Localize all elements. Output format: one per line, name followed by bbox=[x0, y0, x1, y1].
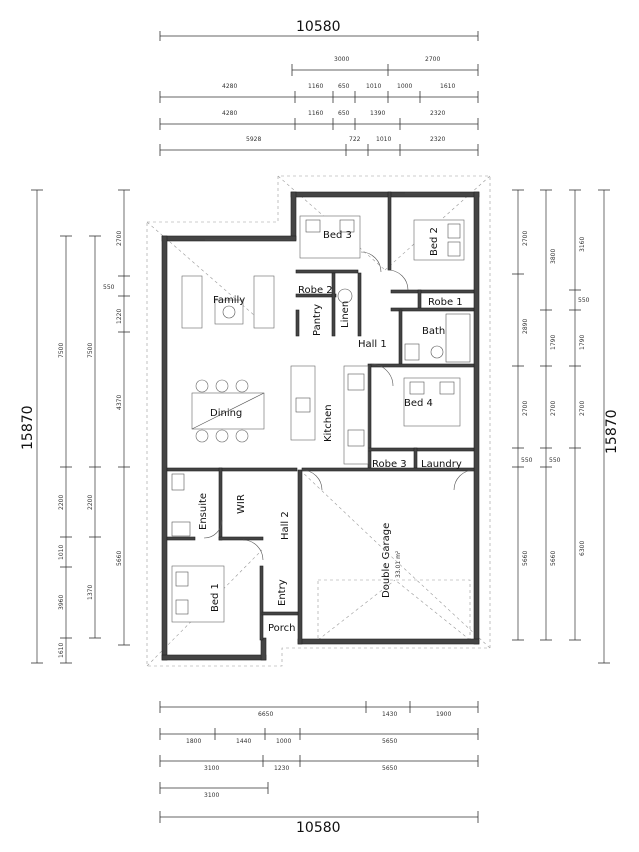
furniture bbox=[164, 192, 475, 623]
left-c1-a: 7500 bbox=[58, 343, 65, 358]
room-porch: Porch bbox=[268, 623, 296, 634]
top-r3-b: 1160 bbox=[308, 110, 323, 117]
room-kitchen: Kitchen bbox=[323, 404, 334, 442]
room-bed1: Bed 1 bbox=[210, 583, 221, 612]
right-c1-d: 550 bbox=[521, 457, 533, 464]
right-dimensions: 2700 2890 2700 550 5660 3800 1790 2700 5… bbox=[512, 189, 620, 664]
top-r2-c: 650 bbox=[338, 83, 350, 90]
room-hall2: Hall 2 bbox=[280, 511, 291, 540]
bottom-r2-d: 5650 bbox=[382, 738, 397, 745]
left-c2-a: 7500 bbox=[87, 343, 94, 358]
left-c3-b: 550 bbox=[103, 284, 115, 291]
room-labels: Bed 3 Bed 2 Robe 2 Robe 1 Family Pantry … bbox=[198, 227, 463, 634]
right-c1-b: 2890 bbox=[522, 319, 529, 334]
top-r2-f: 1610 bbox=[440, 83, 455, 90]
top-r3-e: 2320 bbox=[430, 110, 445, 117]
garage-area: 33.01 m² bbox=[395, 550, 402, 578]
bottom-r1-a: 6650 bbox=[258, 711, 273, 718]
room-bed3: Bed 3 bbox=[323, 230, 352, 241]
right-c3-e: 6300 bbox=[579, 541, 586, 556]
room-bed2: Bed 2 bbox=[429, 227, 440, 256]
bottom-r3-c: 5650 bbox=[382, 765, 397, 772]
right-c2-c: 2700 bbox=[550, 401, 557, 416]
right-c1-c: 2700 bbox=[522, 401, 529, 416]
top-r2-b: 1160 bbox=[308, 83, 323, 90]
top-r1-b: 2700 bbox=[425, 56, 440, 63]
right-c1-e: 5660 bbox=[522, 551, 529, 566]
top-r2-a: 4280 bbox=[222, 83, 237, 90]
left-c3-c: 1220 bbox=[116, 309, 123, 324]
left-c3-a: 2700 bbox=[116, 231, 123, 246]
top-r4-b: 722 bbox=[349, 136, 361, 143]
right-c3-c: 1790 bbox=[579, 335, 586, 350]
interior-walls bbox=[166, 191, 475, 641]
room-robe3: Robe 3 bbox=[372, 459, 407, 470]
left-c2-c: 1370 bbox=[87, 585, 94, 600]
top-r4-c: 1010 bbox=[376, 136, 391, 143]
right-c2-d: 550 bbox=[549, 457, 561, 464]
room-bed4: Bed 4 bbox=[404, 398, 433, 409]
top-r2-e: 1000 bbox=[397, 83, 412, 90]
right-c3-b: 550 bbox=[578, 297, 590, 304]
top-overall-dim: 10580 bbox=[296, 19, 341, 35]
left-c3-e: 5660 bbox=[116, 551, 123, 566]
left-c1-e: 1610 bbox=[58, 643, 65, 658]
bottom-overall-dim: 10580 bbox=[296, 820, 341, 836]
bottom-r1-b: 1430 bbox=[382, 711, 397, 718]
top-dimensions: 10580 3000 2700 4280 1160 650 1010 1000 … bbox=[159, 19, 479, 156]
left-dimensions: 15870 7500 2200 1010 3960 1610 7500 2200… bbox=[20, 189, 130, 664]
room-bath: Bath bbox=[422, 326, 445, 337]
room-garage: Double Garage bbox=[381, 523, 392, 598]
room-pantry: Pantry bbox=[312, 304, 323, 336]
bottom-r1-c: 1900 bbox=[436, 711, 451, 718]
top-r3-a: 4280 bbox=[222, 110, 237, 117]
right-c1-a: 2700 bbox=[522, 231, 529, 246]
left-c1-c: 1010 bbox=[58, 545, 65, 560]
top-r2-d: 1010 bbox=[366, 83, 381, 90]
bottom-dimensions: 6650 1430 1900 1800 1440 1000 5650 3100 … bbox=[159, 701, 479, 836]
room-robe1: Robe 1 bbox=[428, 297, 463, 308]
room-family: Family bbox=[213, 295, 245, 306]
right-overall-dim: 15870 bbox=[604, 409, 620, 454]
room-linen: Linen bbox=[340, 301, 351, 328]
left-c1-d: 3960 bbox=[58, 595, 65, 610]
room-dining: Dining bbox=[210, 408, 242, 419]
top-r4-a: 5928 bbox=[246, 136, 261, 143]
right-c3-d: 2700 bbox=[579, 401, 586, 416]
top-r3-d: 1390 bbox=[370, 110, 385, 117]
room-laundry: Laundry bbox=[421, 459, 462, 470]
bottom-r2-b: 1440 bbox=[236, 738, 251, 745]
room-robe2: Robe 2 bbox=[298, 285, 333, 296]
bottom-r3-b: 1230 bbox=[274, 765, 289, 772]
left-c1-b: 2200 bbox=[58, 495, 65, 510]
top-r1-a: 3000 bbox=[334, 56, 349, 63]
bottom-r4-a: 3100 bbox=[204, 792, 219, 799]
right-c2-e: 5660 bbox=[550, 551, 557, 566]
right-c3-a: 3160 bbox=[579, 237, 586, 252]
room-ensuite: Ensuite bbox=[198, 493, 209, 530]
bottom-r2-c: 1000 bbox=[276, 738, 291, 745]
top-r3-c: 650 bbox=[338, 110, 350, 117]
top-r4-d: 2320 bbox=[430, 136, 445, 143]
bottom-r3-a: 3100 bbox=[204, 765, 219, 772]
left-c2-b: 2200 bbox=[87, 495, 94, 510]
bottom-r2-a: 1800 bbox=[186, 738, 201, 745]
room-wir: WIR bbox=[236, 494, 247, 514]
left-overall-dim: 15870 bbox=[20, 405, 36, 450]
left-c3-d: 4370 bbox=[116, 395, 123, 410]
room-entry: Entry bbox=[277, 579, 288, 606]
right-c2-b: 1790 bbox=[550, 335, 557, 350]
room-hall1: Hall 1 bbox=[358, 339, 387, 350]
right-c2-a: 3800 bbox=[550, 249, 557, 264]
exterior-walls bbox=[161, 191, 480, 661]
